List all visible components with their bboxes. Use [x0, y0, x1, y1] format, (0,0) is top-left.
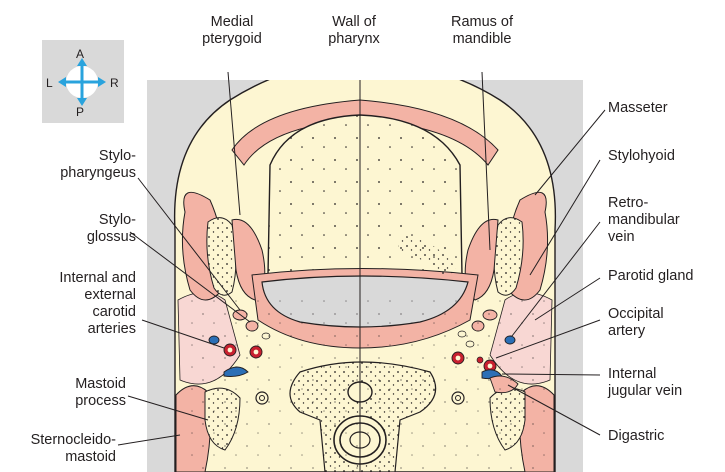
label-retromandibular-vein: Retro- mandibular vein	[608, 195, 680, 246]
label-mastoid-process: Mastoid process	[10, 376, 126, 410]
orientation-right-label: R	[110, 75, 119, 92]
label-digastric: Digastric	[608, 428, 664, 445]
label-medial-pterygoid: Medial pterygoid	[192, 14, 272, 48]
orientation-posterior-label: P	[76, 104, 84, 121]
label-internal-jugular-vein: Internal jugular vein	[608, 366, 682, 400]
label-wall-of-pharynx: Wall of pharynx	[314, 14, 394, 48]
label-masseter: Masseter	[608, 100, 668, 117]
label-sternocleidomastoid: Sternocleido- mastoid	[0, 432, 116, 466]
label-parotid-gland: Parotid gland	[608, 268, 693, 285]
label-styloglossus: Stylo- glossus	[10, 212, 136, 246]
label-ramus-of-mandible: Ramus of mandible	[437, 14, 527, 48]
label-stylohyoid: Stylohyoid	[608, 148, 675, 165]
orientation-anterior-label: A	[76, 46, 84, 63]
orientation-left-label: L	[46, 75, 53, 92]
label-carotid-arteries: Internal and external carotid arteries	[10, 270, 136, 338]
label-occipital-artery: Occipital artery	[608, 306, 664, 340]
label-stylopharyngeus: Stylo- pharyngeus	[10, 148, 136, 182]
